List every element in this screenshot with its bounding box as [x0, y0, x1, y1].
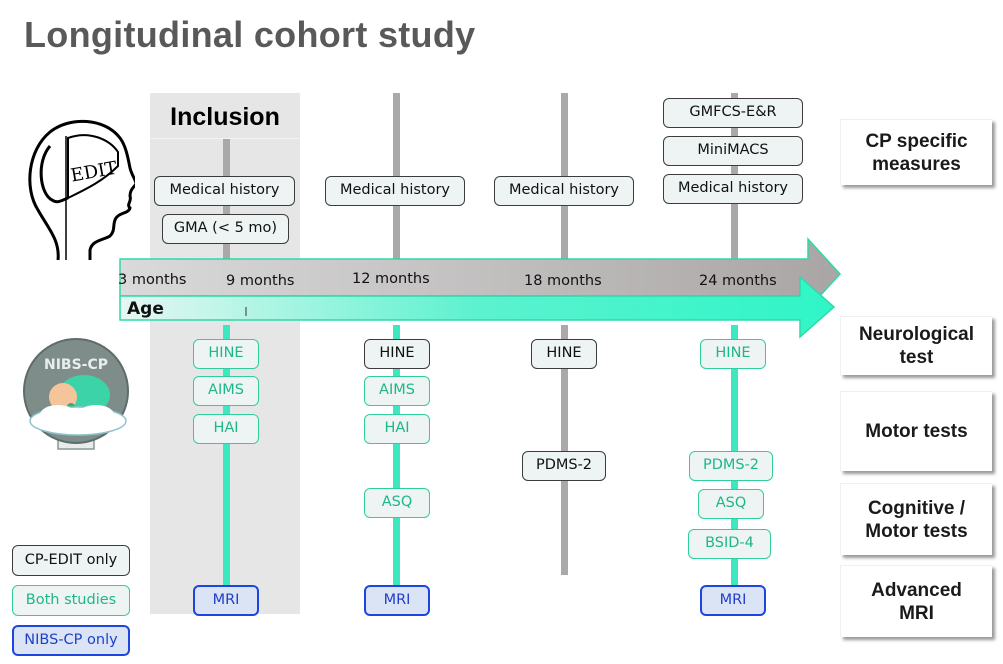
nibs-cp-logo-icon: NIBS-CP [23, 338, 129, 450]
category-cognitive-motor: Cognitive / Motor tests [840, 483, 992, 555]
legend-both-studies: Both studies [12, 585, 130, 616]
timepoint-3-months: 3 months [118, 272, 187, 288]
inclusion-aims: AIMS [193, 376, 259, 406]
category-motor-label: Motor tests [865, 421, 968, 442]
category-cp-specific: CP specific measures [840, 119, 992, 185]
m18-pdms2: PDMS-2 [522, 451, 606, 481]
m18-medical-history: Medical history [494, 176, 634, 206]
timepoint-9-months: 9 months [226, 273, 295, 289]
legend-cp-edit-only: CP-EDIT only [12, 545, 130, 576]
m12-lower-line [393, 325, 400, 595]
timepoint-24-months: 24 months [699, 273, 777, 289]
category-motor: Motor tests [840, 391, 992, 471]
cp-edit-logo-text: EDIT [69, 158, 119, 187]
inclusion-hai: HAI [193, 414, 259, 444]
m12-aims: AIMS [364, 376, 430, 406]
category-cp-specific-label: CP specific measures [865, 130, 968, 175]
m24-medical-history: Medical history [663, 174, 803, 204]
m24-pdms2: PDMS-2 [689, 451, 773, 481]
m12-asq: ASQ [364, 488, 430, 518]
teal-arrow [119, 275, 836, 339]
m12-mri: MRI [364, 585, 430, 616]
timepoint-18-months: 18 months [524, 273, 602, 289]
legend-nibs-cp-only: NIBS-CP only [12, 625, 130, 656]
m12-hine: HINE [364, 339, 430, 369]
m24-gmfcs: GMFCS-E&R [663, 98, 803, 128]
inclusion-medical-history: Medical history [154, 176, 295, 206]
inclusion-hine: HINE [193, 339, 259, 369]
m24-minimacs: MiniMACS [663, 136, 803, 166]
nibs-cp-logo-text: NIBS-CP [44, 357, 108, 373]
category-neurological-label: Neurological test [858, 324, 975, 368]
age-axis-label: Age [127, 299, 164, 319]
m12-hai: HAI [364, 414, 430, 444]
m18-hine: HINE [531, 339, 597, 369]
inclusion-gma: GMA (< 5 mo) [162, 214, 289, 244]
m24-mri: MRI [700, 585, 766, 616]
page-title: Longitudinal cohort study [24, 14, 476, 55]
m24-hine: HINE [700, 339, 766, 369]
category-advanced-mri: Advanced MRI [840, 565, 992, 637]
category-cognitive-motor-label: Cognitive / Motor tests [865, 497, 968, 542]
inclusion-label: Inclusion [170, 103, 280, 131]
inclusion-mri: MRI [193, 585, 259, 616]
category-neurological: Neurological test [840, 316, 992, 375]
m24-bsid4: BSID-4 [688, 529, 771, 559]
m18-lower-line [561, 325, 568, 575]
age-timeline-arrows [119, 237, 842, 339]
category-advanced-mri-label: Advanced MRI [871, 579, 962, 624]
m24-asq: ASQ [698, 489, 764, 519]
m12-medical-history: Medical history [325, 176, 465, 206]
inclusion-lower-line [223, 325, 230, 595]
timepoint-12-months: 12 months [352, 271, 430, 287]
inclusion-divider [150, 138, 300, 139]
cp-edit-logo-icon: EDIT [28, 119, 135, 261]
